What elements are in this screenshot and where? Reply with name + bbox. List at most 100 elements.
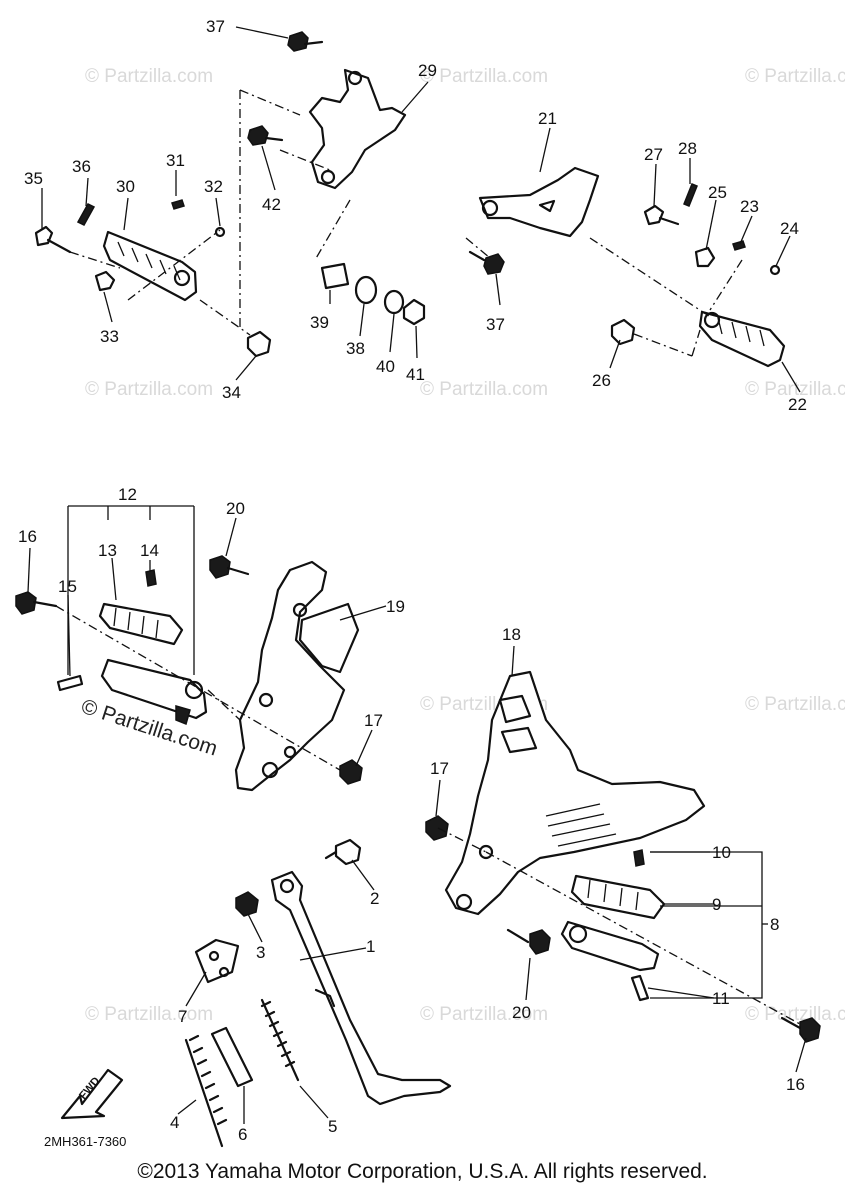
callout-40: 40 — [376, 357, 395, 376]
callout-15: 15 — [58, 577, 77, 596]
bolt-37-right — [483, 253, 505, 275]
bolt-20-upper — [209, 555, 231, 579]
watermark: © Partzilla.com — [85, 379, 213, 400]
bolt-16-left — [15, 591, 37, 615]
sidestand-1 — [270, 870, 452, 1106]
callout-6: 6 — [238, 1125, 247, 1144]
bolt-37-top — [287, 31, 309, 52]
footpeg-rubber-9 — [570, 874, 666, 920]
callout-37: 37 — [486, 315, 505, 334]
callout-9: 9 — [712, 895, 721, 914]
callout-1: 1 — [366, 937, 375, 956]
callout-30: 30 — [116, 177, 135, 196]
callout-27: 27 — [644, 145, 663, 164]
callout-19: 19 — [386, 597, 405, 616]
pin-15 — [56, 674, 84, 692]
callout-35: 35 — [24, 169, 43, 188]
watermark: © Partzilla.com — [745, 66, 845, 87]
spring-36 — [76, 203, 96, 226]
callout-36: 36 — [72, 157, 91, 176]
nut-17-right — [425, 815, 449, 841]
callout-32: 32 — [204, 177, 223, 196]
pin-11 — [630, 974, 650, 1002]
screw-10 — [633, 849, 645, 867]
callout-11: 11 — [712, 989, 730, 1008]
callout-10: 10 — [712, 843, 731, 862]
screw-14 — [145, 569, 157, 587]
callout-5: 5 — [328, 1117, 337, 1136]
rear-left-footrest-group — [34, 31, 426, 358]
screw-31 — [171, 199, 185, 210]
callout-17: 17 — [364, 711, 383, 730]
callout-12: 12 — [118, 485, 137, 504]
callout-29: 29 — [418, 61, 437, 80]
callout-37: 37 — [206, 17, 225, 36]
callout-31: 31 — [166, 151, 185, 170]
watermark: © Partzilla.com — [745, 694, 845, 715]
collar-25 — [694, 246, 716, 268]
watermark: © Partzilla.com — [745, 379, 845, 400]
nut-26 — [610, 318, 636, 346]
callout-41: 41 — [406, 365, 425, 384]
rear-bracket-21 — [478, 166, 600, 238]
spring-cover-6 — [210, 1026, 254, 1088]
footpeg-30 — [102, 230, 198, 302]
ball-24 — [769, 264, 781, 276]
watermark: © Partzilla.com — [85, 1004, 213, 1025]
bolt-20-lower — [529, 929, 551, 955]
bracket-hole — [347, 70, 363, 86]
pin-27 — [643, 204, 665, 226]
callout-24: 24 — [780, 219, 799, 238]
nut-34 — [246, 330, 272, 358]
front-bracket-18 — [444, 670, 706, 916]
bolt-2 — [334, 838, 362, 866]
nut-17-left — [339, 759, 363, 785]
screw-23 — [732, 240, 746, 251]
copyright-notice: ©2013 Yamaha Motor Corporation, U.S.A. A… — [137, 1160, 708, 1183]
collar-39 — [320, 262, 350, 290]
callout-42: 42 — [262, 195, 281, 214]
callout-26: 26 — [592, 371, 611, 390]
callout-labels: 37 29 21 35 36 30 31 32 42 33 34 39 38 4… — [18, 17, 807, 1144]
callout-18: 18 — [502, 625, 521, 644]
bolt-42 — [247, 125, 269, 146]
callout-34: 34 — [222, 383, 241, 402]
callout-28: 28 — [678, 139, 697, 158]
callout-4: 4 — [170, 1113, 179, 1132]
callout-21: 21 — [538, 109, 557, 128]
nut-3 — [235, 891, 259, 917]
washer-38 — [354, 275, 378, 305]
ball-32 — [214, 226, 226, 238]
watermark: © Partzilla.com — [420, 379, 548, 400]
rear-bracket-29 — [308, 68, 407, 190]
callout-14: 14 — [140, 541, 159, 560]
spring-28 — [683, 183, 698, 207]
spring-5 — [260, 998, 300, 1082]
callout-leaders — [27, 26, 807, 1124]
collar-33 — [94, 270, 116, 292]
diagram-code: 2MH361-7360 — [44, 1134, 126, 1149]
callout-39: 39 — [310, 313, 329, 332]
callout-38: 38 — [346, 339, 365, 358]
watermark: © Partzilla.com — [420, 66, 548, 87]
rear-right-footrest-group — [465, 166, 786, 368]
callout-16: 16 — [18, 527, 37, 546]
footpeg-base-8 — [560, 920, 660, 972]
footpeg-22 — [698, 310, 786, 368]
callout-33: 33 — [100, 327, 119, 346]
callout-20: 20 — [512, 1003, 531, 1022]
watermark: © Partzilla.com — [745, 1004, 845, 1025]
callout-13: 13 — [98, 541, 117, 560]
watermark: © Partzilla.com — [85, 66, 213, 87]
callout-23: 23 — [740, 197, 759, 216]
bracket-hole — [320, 169, 336, 185]
sidestand-group: FWD — [60, 838, 452, 1148]
callout-16: 16 — [786, 1075, 805, 1094]
nut-41 — [402, 298, 426, 326]
spring-4 — [184, 1034, 228, 1148]
footpeg-rubber-13 — [98, 602, 184, 646]
pin-35 — [34, 225, 54, 247]
watermark: © Partzilla.com — [420, 1004, 548, 1025]
callout-20: 20 — [226, 499, 245, 518]
